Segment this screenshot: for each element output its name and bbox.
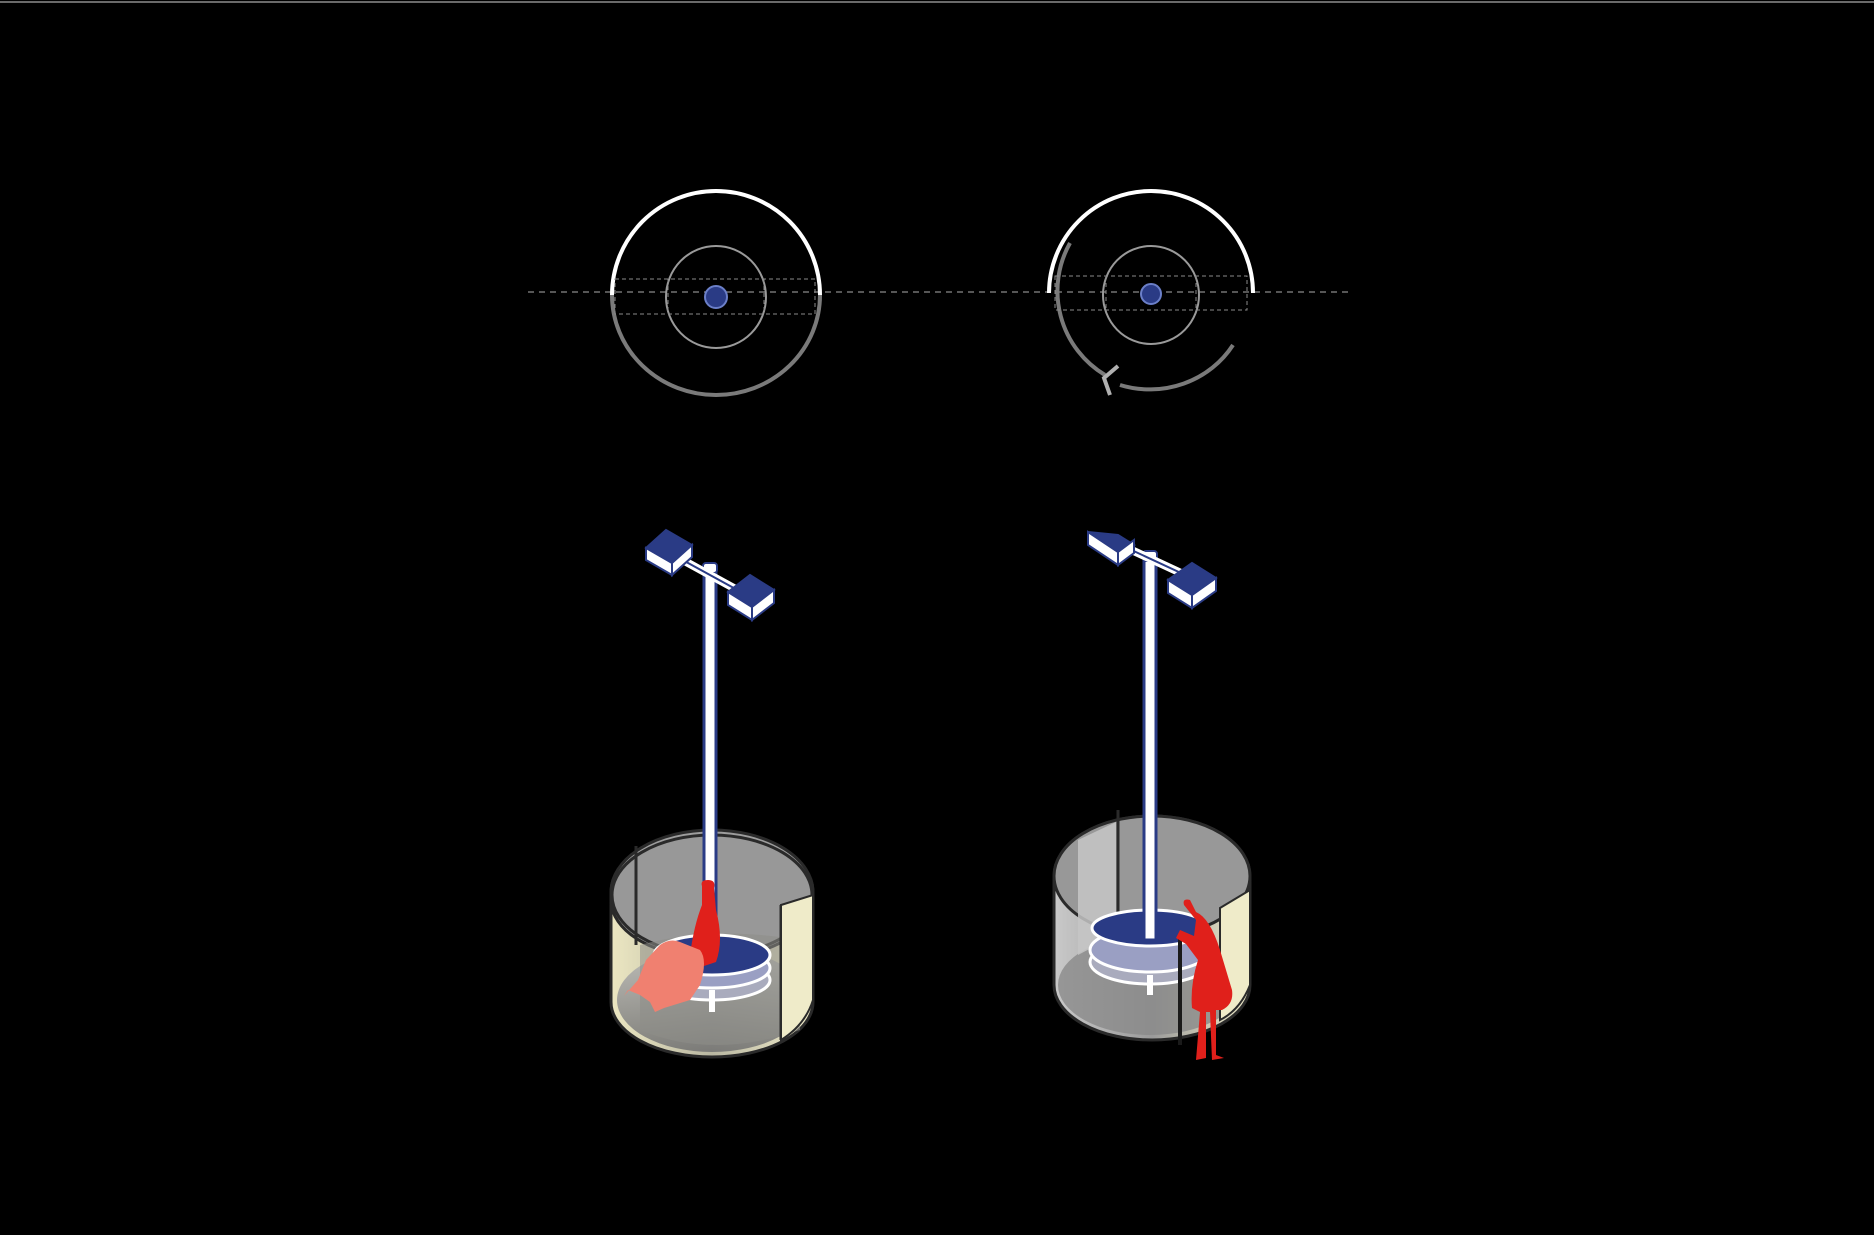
top-border-rule — [0, 1, 1874, 3]
plan-right-pole-dot — [1140, 283, 1162, 305]
left-salmon-figure — [624, 940, 704, 1012]
left-red-figure — [690, 880, 720, 968]
right-red-figure — [1176, 899, 1233, 1060]
left-lamp-head-1 — [644, 528, 694, 578]
right-lamp-head-1 — [1087, 530, 1137, 567]
left-wall-side-right — [780, 893, 814, 1042]
plan-left-inner-ring — [665, 245, 767, 349]
lamp-post-sitting-figure — [609, 528, 815, 1059]
plan-view-open — [1047, 189, 1255, 396]
lamp-post-standing-figure — [1052, 530, 1252, 1060]
plan-left-outer-top-arc — [610, 189, 822, 296]
plan-right-dashed-rect — [1054, 275, 1248, 311]
right-pole — [1142, 556, 1158, 942]
plan-right-outer-bottom-arc — [1119, 343, 1235, 392]
right-lamp-head-2 — [1166, 561, 1218, 610]
plan-right-outer-left-arc — [1055, 242, 1107, 377]
left-lamp-head-2 — [726, 573, 776, 623]
plan-view-closed — [610, 189, 822, 397]
plan-right-door-swing — [1101, 364, 1120, 396]
plan-left-outer-bottom-arc — [610, 294, 822, 397]
plan-left-pole-dot — [704, 285, 728, 309]
plan-right-inner-ring — [1102, 245, 1200, 345]
plan-right-outer-top-arc — [1047, 189, 1255, 294]
plan-left-dashed-rect — [614, 278, 816, 315]
